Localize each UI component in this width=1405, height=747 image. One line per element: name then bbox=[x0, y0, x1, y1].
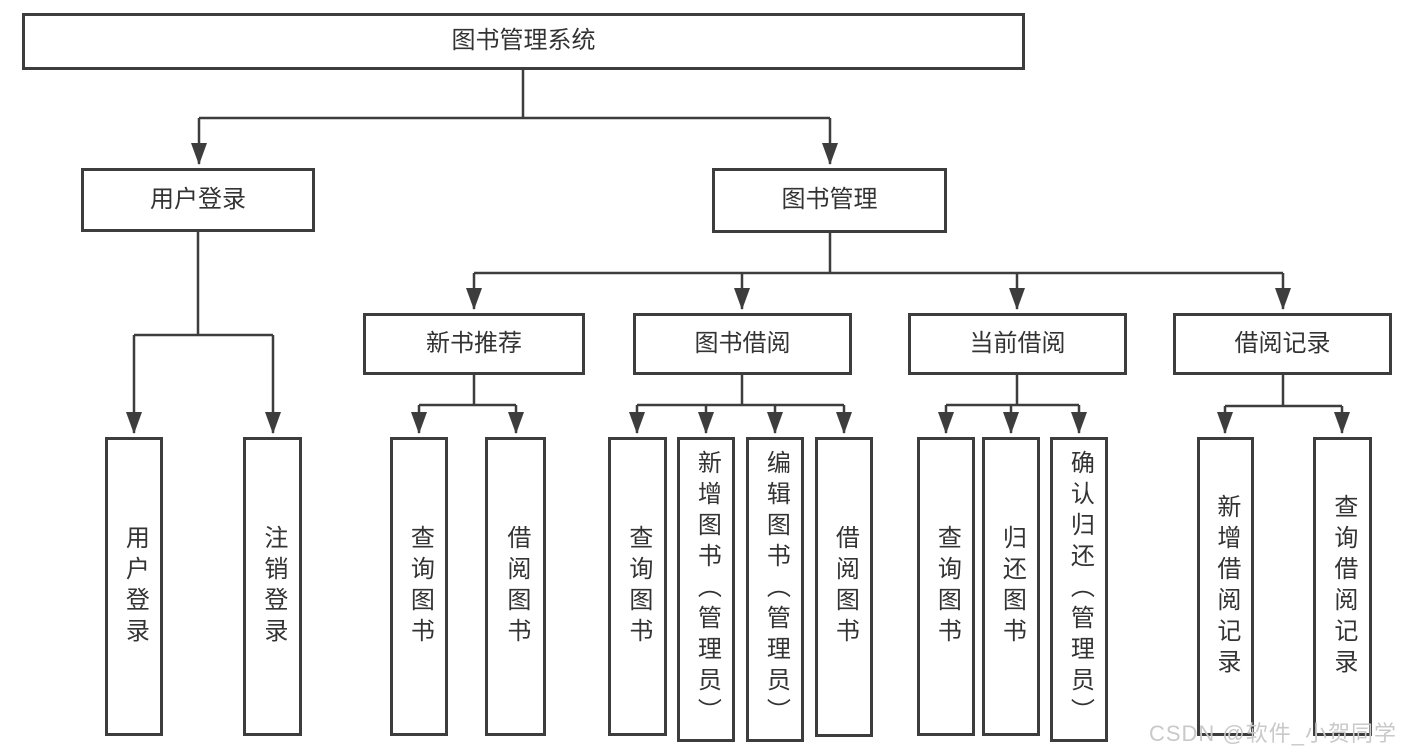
leaf-br-add-borrow-record: 新增借阅记录 bbox=[1197, 437, 1254, 736]
leaf-bb-borrow-books: 借阅图书 bbox=[815, 437, 873, 737]
watermark-text: CSDN @软件_小贺同学 bbox=[1148, 721, 1397, 746]
leaf-nb-borrow-books: 借阅图书 bbox=[485, 437, 546, 736]
node-new-book-recommend: 新书推荐 bbox=[363, 313, 585, 375]
leaf-cb-confirm-return-admin: 确认归还（管理员） bbox=[1050, 437, 1108, 742]
leaf-cb-return-books: 归还图书 bbox=[982, 437, 1040, 736]
leaf-nb-query-books: 查询图书 bbox=[390, 437, 448, 736]
node-current-borrow: 当前借阅 bbox=[908, 313, 1127, 375]
leaf-bb-add-books-admin: 新增图书（管理员） bbox=[677, 437, 735, 742]
leaf-logout: 注销登录 bbox=[243, 437, 302, 736]
node-book-borrow: 图书借阅 bbox=[633, 313, 852, 375]
leaf-br-query-borrow-record: 查询借阅记录 bbox=[1313, 437, 1372, 736]
node-borrow-records: 借阅记录 bbox=[1173, 313, 1392, 375]
node-book-management: 图书管理 bbox=[712, 168, 947, 233]
leaf-bb-query-books: 查询图书 bbox=[608, 437, 667, 736]
leaf-bb-edit-books-admin: 编辑图书（管理员） bbox=[746, 437, 804, 742]
leaf-user-login: 用户登录 bbox=[105, 437, 163, 736]
node-user-login: 用户登录 bbox=[81, 168, 315, 232]
leaf-cb-query-books: 查询图书 bbox=[917, 437, 975, 736]
node-root: 图书管理系统 bbox=[22, 13, 1025, 70]
